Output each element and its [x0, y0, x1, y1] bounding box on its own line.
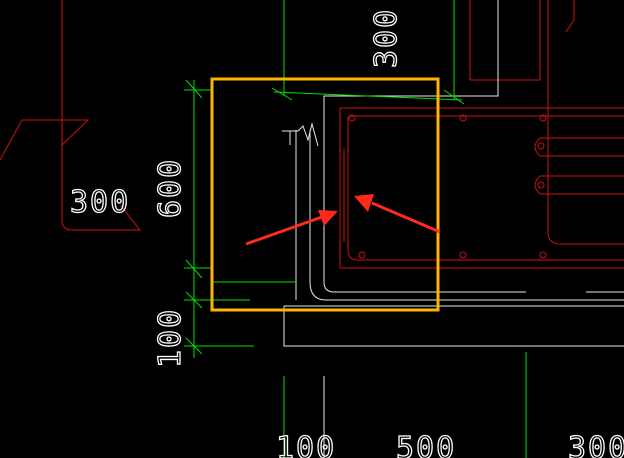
highlight-box	[210, 77, 440, 312]
left-red-outline	[0, 0, 142, 231]
arrow-left	[245, 210, 338, 246]
arrow-right	[354, 194, 441, 234]
dim-top-300: 300	[369, 8, 404, 68]
dim-bottom-500: 500	[396, 431, 456, 458]
rebar-dots	[348, 114, 547, 259]
green-dimension-lines	[184, 0, 527, 458]
dim-bottom-100: 100	[276, 431, 336, 458]
dim-vertical-600: 600	[153, 158, 188, 218]
dim-vertical-100: 100	[153, 308, 188, 368]
dim-left-300: 300	[70, 185, 130, 220]
white-wall-lines	[282, 0, 624, 458]
dim-bottom-300: 300	[568, 431, 624, 458]
right-red-slab-outline	[339, 0, 624, 269]
